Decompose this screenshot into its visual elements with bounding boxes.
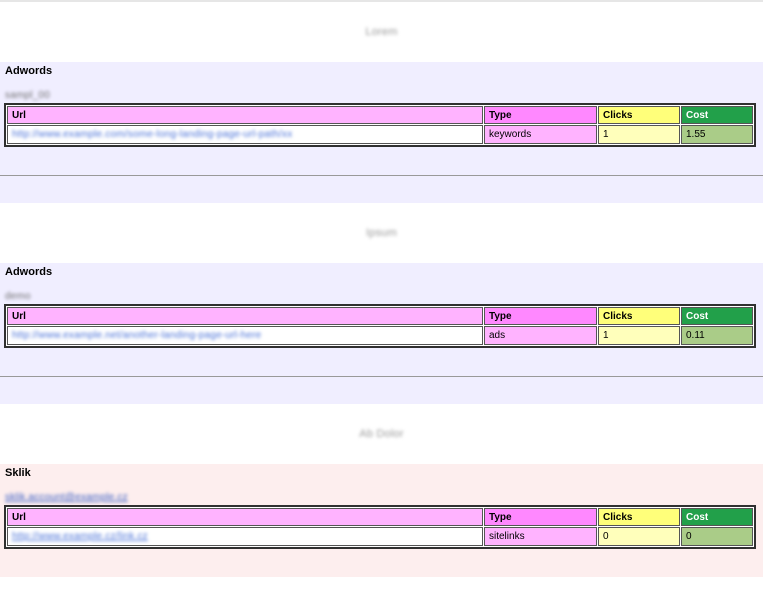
group-title: Lorem	[0, 2, 763, 62]
account-name[interactable]: sklik.account@example.cz	[5, 491, 758, 505]
clicks-cell: 1	[598, 125, 680, 144]
column-header-type: Type	[484, 307, 597, 325]
type-cell: sitelinks	[484, 527, 597, 546]
section-spacer	[5, 549, 758, 577]
account-label: demo	[5, 291, 31, 302]
clicks-cell: 0	[598, 527, 680, 546]
clicks-cell: 1	[598, 326, 680, 345]
url-cell[interactable]: http://www.example.net/another-landing-p…	[7, 326, 483, 345]
section-spacer	[5, 147, 758, 175]
table-row: http://www.example.net/another-landing-p…	[7, 326, 753, 345]
table-header-row: Url Type Clicks Cost	[7, 508, 753, 526]
account-label: sampl_00	[5, 90, 50, 101]
section-spacer	[5, 377, 758, 404]
network-section: Sklik sklik.account@example.cz Url Type …	[0, 464, 763, 577]
column-header-cost: Cost	[681, 307, 753, 325]
column-header-url: Url	[7, 508, 483, 526]
group-title-text: Ab Dolor	[359, 428, 404, 440]
column-header-url: Url	[7, 106, 483, 124]
cost-cell: 0.11	[681, 326, 753, 345]
column-header-clicks: Clicks	[598, 508, 680, 526]
column-header-type: Type	[484, 508, 597, 526]
type-cell: ads	[484, 326, 597, 345]
cost-cell: 1.55	[681, 125, 753, 144]
report-group: Lorem Adwords sampl_00 Url Type Clicks C…	[0, 2, 763, 203]
results-table: Url Type Clicks Cost http://www.example.…	[4, 505, 756, 549]
url-link[interactable]: http://www.example.cz/link.cz	[12, 531, 148, 542]
network-section: Adwords demo Url Type Clicks Cost http:/…	[0, 263, 763, 404]
column-header-clicks: Clicks	[598, 106, 680, 124]
group-title: Ipsum	[0, 203, 763, 263]
type-cell: keywords	[484, 125, 597, 144]
column-header-clicks: Clicks	[598, 307, 680, 325]
column-header-url: Url	[7, 307, 483, 325]
group-title: Ab Dolor	[0, 404, 763, 464]
network-name: Adwords	[5, 65, 53, 77]
table-header-row: Url Type Clicks Cost	[7, 106, 753, 124]
report-group: Ipsum Adwords demo Url Type Clicks Cost …	[0, 203, 763, 404]
group-title-text: Ipsum	[366, 227, 397, 239]
divider	[0, 376, 763, 377]
results-table: Url Type Clicks Cost http://www.example.…	[4, 304, 756, 348]
divider	[0, 175, 763, 176]
table-row: http://www.example.com/some-long-landing…	[7, 125, 753, 144]
group-title-text: Lorem	[365, 26, 398, 38]
results-table: Url Type Clicks Cost http://www.example.…	[4, 103, 756, 147]
network-name: Sklik	[5, 467, 31, 479]
network-name: Adwords	[5, 266, 53, 278]
top-border	[0, 0, 763, 2]
table-row: http://www.example.cz/link.cz sitelinks …	[7, 527, 753, 546]
cost-cell: 0	[681, 527, 753, 546]
section-spacer	[5, 348, 758, 376]
section-spacer	[5, 176, 758, 203]
report-group: Ab Dolor Sklik sklik.account@example.cz …	[0, 404, 763, 577]
url-link[interactable]: http://www.example.net/another-landing-p…	[12, 330, 262, 341]
url-link[interactable]: http://www.example.com/some-long-landing…	[12, 129, 293, 140]
column-header-cost: Cost	[681, 106, 753, 124]
account-name: demo	[5, 290, 758, 304]
table-header-row: Url Type Clicks Cost	[7, 307, 753, 325]
account-link[interactable]: sklik.account@example.cz	[5, 492, 128, 503]
account-name: sampl_00	[5, 89, 758, 103]
url-cell[interactable]: http://www.example.com/some-long-landing…	[7, 125, 483, 144]
url-cell[interactable]: http://www.example.cz/link.cz	[7, 527, 483, 546]
column-header-type: Type	[484, 106, 597, 124]
column-header-cost: Cost	[681, 508, 753, 526]
network-section: Adwords sampl_00 Url Type Clicks Cost ht…	[0, 62, 763, 203]
